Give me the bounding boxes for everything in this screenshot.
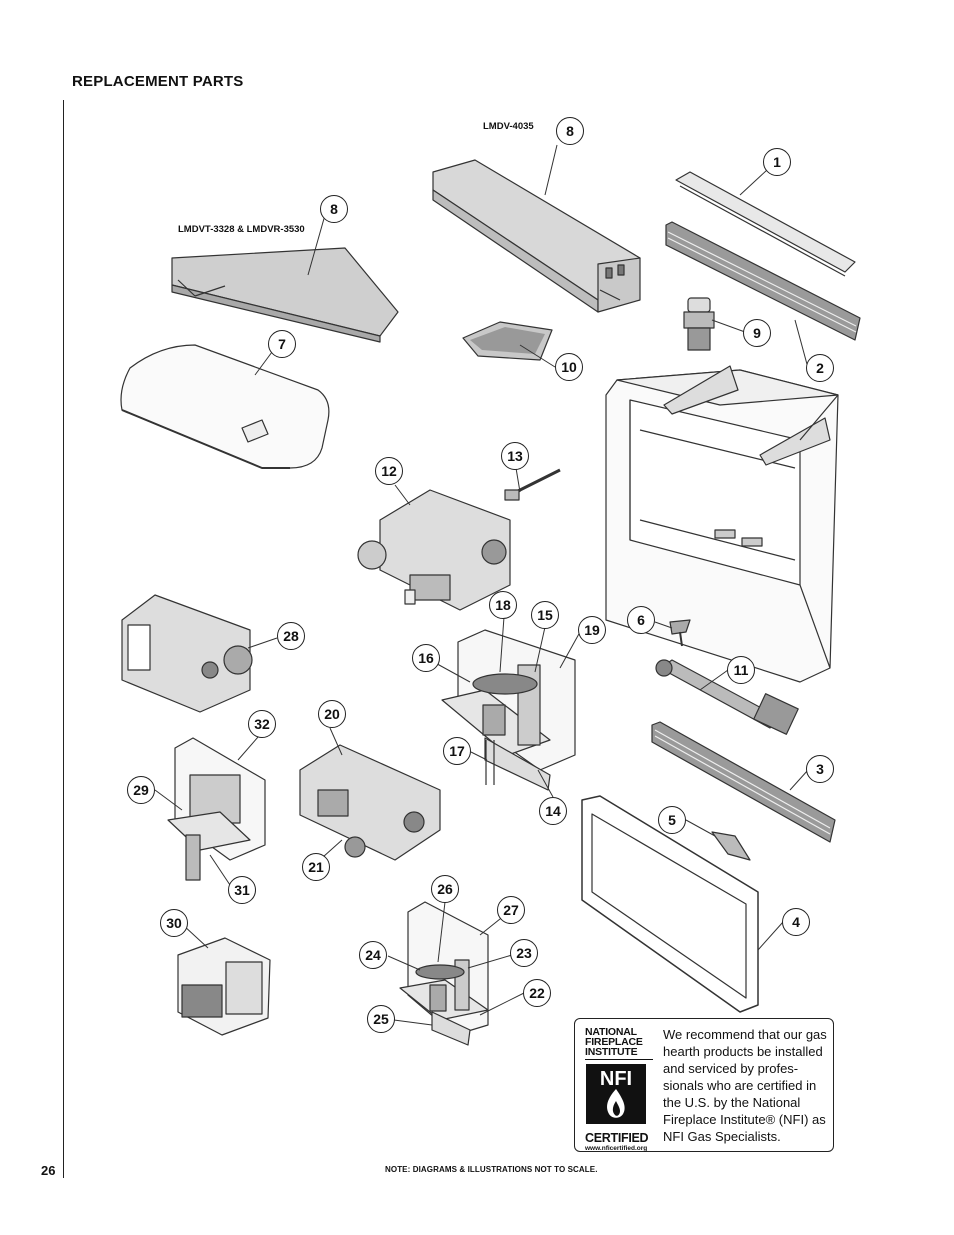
page-number: 26: [41, 1163, 56, 1178]
callout-7: 7: [268, 330, 296, 358]
part-27-pilot-bracket: [399, 901, 489, 1046]
part-30-transformer: [177, 937, 271, 1036]
nfi-logo-mark: NFI: [600, 1068, 632, 1090]
callout-9: 9: [743, 319, 771, 347]
part-8-bracket-lmdv4035: [432, 159, 641, 313]
callout-14: 14: [539, 797, 567, 825]
callout-10: 10: [555, 353, 583, 381]
part-7-cover: [120, 344, 330, 469]
part-3-trim: [651, 721, 836, 843]
callout-6: 6: [627, 606, 655, 634]
callout-11: 11: [727, 656, 755, 684]
part-13-electrode: [504, 468, 561, 501]
part-12-valve: [357, 489, 511, 611]
callout-27: 27: [497, 896, 525, 924]
part-4-frame: [581, 795, 759, 1013]
model-label-lmdv4035: LMDV-4035: [483, 121, 534, 132]
part-9-fitting: [683, 297, 715, 351]
nfi-url: www.nficertified.org: [585, 1145, 648, 1152]
part-8-plate-lmdvt: [171, 247, 399, 343]
callout-23: 23: [510, 939, 538, 967]
part-5-clip: [711, 831, 751, 861]
leader-lines: [154, 144, 809, 1026]
flame-icon: NFI: [586, 1064, 646, 1124]
part-32-bracket: [167, 737, 266, 881]
callout-3: 3: [806, 755, 834, 783]
margin-rule: [63, 100, 64, 1178]
part-10-mesh: [462, 321, 553, 361]
nfi-logo-line3: INSTITUTE: [585, 1047, 653, 1060]
nfi-logo: NATIONAL FIREPLACE INSTITUTE NFI CERTIFI…: [585, 1027, 653, 1152]
callout-8-lower: 8: [320, 195, 348, 223]
callout-8-upper: 8: [556, 117, 584, 145]
callout-20: 20: [318, 700, 346, 728]
part-17-tube: [485, 740, 495, 785]
part-1-trim: [675, 171, 856, 277]
scale-note: NOTE: DIAGRAMS & ILLUSTRATIONS NOT TO SC…: [385, 1165, 598, 1174]
part-28-module: [121, 594, 253, 713]
page-title: REPLACEMENT PARTS: [72, 73, 244, 90]
callout-4: 4: [782, 908, 810, 936]
nfi-logo-line2: FIREPLACE: [585, 1036, 643, 1048]
part-2-trim: [665, 221, 861, 341]
callout-18: 18: [489, 591, 517, 619]
callout-31: 31: [228, 876, 256, 904]
nfi-logo-line1: NATIONAL: [585, 1026, 637, 1038]
callout-19: 19: [578, 616, 606, 644]
callout-1: 1: [763, 148, 791, 176]
callout-15: 15: [531, 601, 559, 629]
callout-17: 17: [443, 737, 471, 765]
callout-29: 29: [127, 776, 155, 804]
callout-16: 16: [412, 644, 440, 672]
nfi-recommendation: We recommend that our gas hearth product…: [663, 1027, 827, 1144]
callout-5: 5: [658, 806, 686, 834]
callout-25: 25: [367, 1005, 395, 1033]
callout-24: 24: [359, 941, 387, 969]
callout-22: 22: [523, 979, 551, 1007]
callout-13: 13: [501, 442, 529, 470]
callout-2: 2: [806, 354, 834, 382]
callout-12: 12: [375, 457, 403, 485]
callout-28: 28: [277, 622, 305, 650]
callout-32: 32: [248, 710, 276, 738]
nfi-certified: CERTIFIED: [585, 1131, 649, 1145]
callout-21: 21: [302, 853, 330, 881]
callout-26: 26: [431, 875, 459, 903]
part-20-valve: [299, 744, 441, 861]
callout-30: 30: [160, 909, 188, 937]
fireplace-body: [605, 365, 839, 683]
part-19-pilot-assembly: [441, 629, 576, 791]
part-11-pipe: [655, 659, 799, 735]
part-6-knob: [669, 619, 691, 647]
nfi-notice: NATIONAL FIREPLACE INSTITUTE NFI CERTIFI…: [574, 1018, 834, 1152]
model-label-lmdvt: LMDVT-3328 & LMDVR-3530: [178, 224, 305, 235]
